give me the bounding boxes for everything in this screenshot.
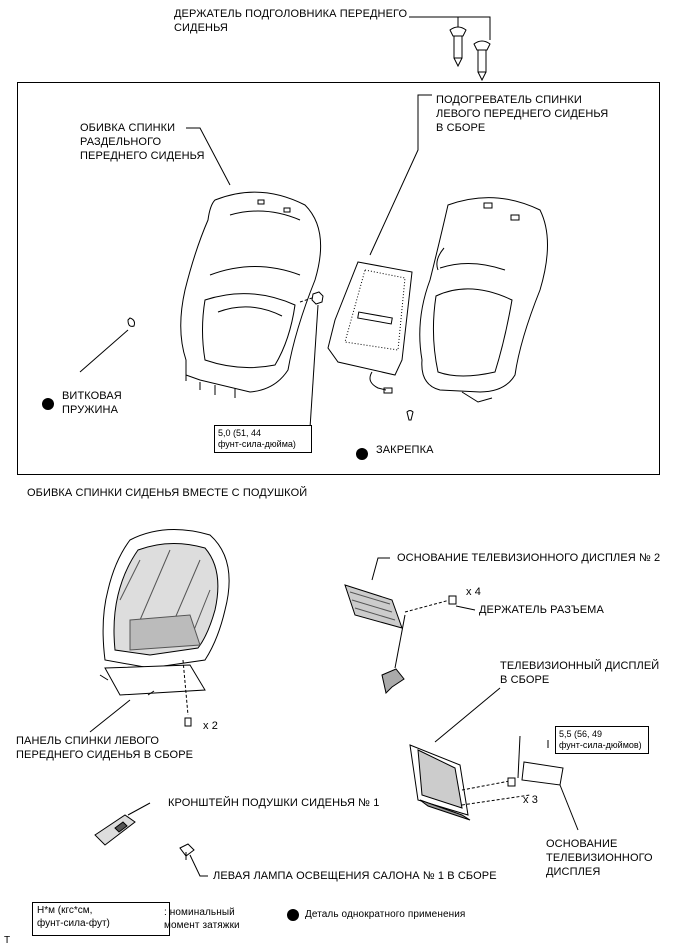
seat-assembly-rear-drawing	[419, 197, 548, 403]
label-lamp: ЛЕВАЯ ЛАМПА ОСВЕЩЕНИЯ САЛОНА № 1 В СБОРЕ	[213, 870, 497, 882]
corner-mark: T	[4, 935, 11, 946]
torque-nut-drawing	[299, 291, 324, 429]
label-headrest-holder: ДЕРЖАТЕЛЬ ПОДГОЛОВНИКА ПЕРЕДНЕГО СИДЕНЬЯ	[174, 8, 408, 34]
label-x4: x 4	[466, 586, 481, 598]
single-use-marker-spring	[42, 398, 54, 410]
label-frame-caption: ОБИВКА СПИНКИ СИДЕНЬЯ ВМЕСТЕ С ПОДУШКОЙ	[27, 487, 308, 499]
label-x3: x 3	[523, 794, 538, 806]
label-x2: x 2	[203, 720, 218, 732]
label-connector-holder: ДЕРЖАТЕЛЬ РАЗЪЕМА	[479, 604, 604, 616]
lamp-drawing	[179, 843, 208, 877]
tv-display-drawing	[409, 687, 579, 831]
legend-single-use-dot	[287, 909, 299, 921]
torque-spec-box: 5,0 (51, 44 фунт-сила-дюйма)	[214, 425, 312, 453]
seat-heater-drawing	[327, 94, 432, 421]
bracket-drawing	[94, 802, 151, 846]
label-seatback-cover: ОБИВКА СПИНКИ РАЗДЕЛЬНОГО ПЕРЕДНЕГО СИДЕ…	[80, 122, 205, 162]
tv-base-2-drawing	[344, 557, 476, 629]
label-bracket: КРОНШТЕЙН ПОДУШКИ СИДЕНЬЯ № 1	[168, 797, 380, 809]
label-tv-base-2: ОСНОВАНИЕ ТЕЛЕВИЗИОННОГО ДИСПЛЕЯ № 2	[397, 552, 661, 564]
seatback-cover-drawing	[79, 127, 322, 398]
label-tv-base: ОСНОВАНИЕ ТЕЛЕВИЗИОННОГО ДИСПЛЕЯ	[546, 838, 653, 878]
label-spring: ВИТКОВАЯ ПРУЖИНА	[62, 390, 122, 416]
legend-torque-description: : номинальный момент затяжки	[164, 907, 240, 931]
legend-single-use-label: Деталь однократного применения	[305, 909, 466, 920]
label-heater: ПОДОГРЕВАТЕЛЬ СПИНКИ ЛЕВОГО ПЕРЕДНЕГО СИ…	[436, 94, 609, 134]
torque-spec-box-2: 5,5 (56, 49 фунт-сила-дюймов)	[555, 726, 649, 754]
seatback-assembly-frame	[17, 82, 660, 475]
single-use-marker-clip	[356, 448, 368, 460]
back-panel-drawing	[89, 529, 230, 733]
headrest-holder-drawing	[409, 16, 491, 82]
connector-holder-drawing	[381, 614, 406, 694]
label-back-panel: ПАНЕЛЬ СПИНКИ ЛЕВОГО ПЕРЕДНЕГО СИДЕНЬЯ В…	[16, 735, 194, 761]
label-clip: ЗАКРЕПКА	[376, 444, 434, 456]
label-tv-display: ТЕЛЕВИЗИОННЫЙ ДИСПЛЕЙ В СБОРЕ	[500, 660, 660, 686]
legend-torque-units: Н*м (кгс*см, фунт-сила-фут)	[32, 902, 170, 936]
